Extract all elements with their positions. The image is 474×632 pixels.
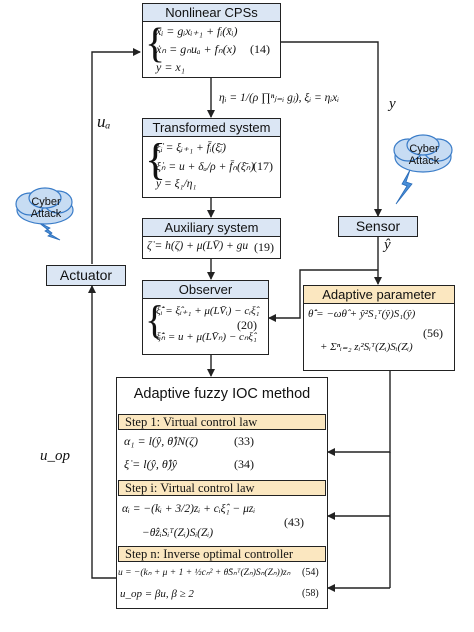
ioc-stepn-label: Step n: Inverse optimal controller xyxy=(118,546,326,562)
signal-ua-label: uₐ xyxy=(97,112,111,131)
cloud-left-text: Cyber Attack xyxy=(30,196,62,220)
cps-title: Nonlinear CPSs xyxy=(142,3,281,22)
observer-num: (20) xyxy=(237,318,257,332)
adaptive-param-title: Adaptive parameter xyxy=(303,285,455,304)
observer-title: Observer xyxy=(142,280,269,299)
cloud-left-icon xyxy=(15,187,74,225)
transformed-title: Transformed system xyxy=(142,118,281,137)
arrow-adaptive-to-ioc-step1 xyxy=(327,371,391,456)
transformed-brace: { xyxy=(145,135,167,184)
arrow-actuator-to-cps xyxy=(91,48,141,264)
ioc-title: Adaptive fuzzy IOC method xyxy=(133,386,311,402)
auxiliary-eq: ζ̇ = h(ζ) + μ(LV̄) + gu xyxy=(147,240,249,252)
transformed-num: (17) xyxy=(253,159,273,173)
adaptive-param-eq2: + Σⁿᵢ₌₂ zᵢ²Sᵢᵀ(Zᵢ)Sᵢ(Zᵢ) xyxy=(320,341,413,353)
observer-eq2: ξ̂̇ₙ = u + μ(LV̄ₙ) − cₙξ̂₁ xyxy=(156,331,257,343)
cps-eq3: y = x₁ xyxy=(156,60,185,74)
ioc-stepn-eq2: u_op = βu, β ≥ 2 xyxy=(120,588,194,600)
cps-num: (14) xyxy=(250,42,270,56)
lightning-left-icon xyxy=(37,221,61,241)
ioc-stepn-eq1: u = −(kₙ + μ + 1 + ½cₙ² + θ̂Sₙᵀ(Zₙ)Sₙ(Zₙ… xyxy=(118,568,291,578)
arrow-ioc-to-actuator xyxy=(88,285,117,579)
transformed-eq2: ξ̇ₙ = u + δₐ/ρ + f̄ₙ(ξ̄ₙ) xyxy=(156,161,255,173)
ioc-stepn-num2: (58) xyxy=(302,588,319,599)
transform-label: ηᵢ = 1/(ρ ∏ⁿⱼ₌ᵢ gⱼ), ξᵢ = ηᵢxᵢ xyxy=(219,92,340,104)
ioc-step1-label: Step 1: Virtual control law xyxy=(118,414,326,430)
signal-yhat-label: ŷ xyxy=(384,237,391,253)
lightning-right-icon xyxy=(395,169,413,205)
arrow-cps-to-sensor xyxy=(280,41,382,217)
auxiliary-title: Auxiliary system xyxy=(142,218,281,237)
signal-uop-label: u_op xyxy=(40,448,70,464)
ioc-step1-eq1: α₁ = l(ŷ, θ̂)N(ζ) xyxy=(124,434,198,448)
sensor-block: Sensor xyxy=(338,216,418,237)
cps-brace: { xyxy=(145,21,166,67)
ioc-step1-num2: (34) xyxy=(234,457,254,471)
transformed-eq1: ξ̇ᵢ = ξᵢ₊₁ + f̄ᵢ(ξ̄ᵢ) xyxy=(156,142,226,154)
cps-eq2: ẋₙ = gₙuₐ + fₙ(x) xyxy=(156,42,237,56)
auxiliary-num: (19) xyxy=(254,240,274,254)
adaptive-param-num: (56) xyxy=(423,326,443,340)
transformed-eq3: y = ξ₁/η₁ xyxy=(156,178,197,190)
arrow-sensor-to-observer xyxy=(268,269,378,322)
ioc-stepn-num1: (54) xyxy=(302,567,319,578)
ioc-step1-num1: (33) xyxy=(234,434,254,448)
observer-brace: { xyxy=(145,297,165,342)
signal-y-label: y xyxy=(389,96,396,112)
ioc-stepi-eq1: αᵢ = −(kᵢ + 3/2)zᵢ + cᵢξ̂₁ − μzᵢ xyxy=(122,503,256,515)
ioc-stepi-num: (43) xyxy=(284,515,304,529)
adaptive-param-eq1: θ̂̇ = −ωθ̂ + ŷ²S₁ᵀ(ŷ)S₁(ŷ) xyxy=(308,308,416,320)
ioc-step1-eq2: ξ̇ = l(ŷ, θ̂)ŷ xyxy=(124,457,178,471)
ioc-stepi-eq2: −θ̂zᵢSᵢᵀ(Zᵢ)Sᵢ(Zᵢ) xyxy=(142,527,214,539)
observer-eq1: ξ̂̇ᵢ = ξ̂ᵢ₊₁ + μ(LV̄ᵢ) − cᵢξ̂₁ xyxy=(156,305,260,317)
ioc-stepi-label: Step i: Virtual control law xyxy=(118,480,326,496)
actuator-block: Actuator xyxy=(46,265,126,286)
cloud-right-text: Cyber Attack xyxy=(408,143,440,167)
cps-eq1: ẋᵢ = gᵢxᵢ₊₁ + fᵢ(x̄ᵢ) xyxy=(156,24,238,38)
cloud-right-icon xyxy=(393,134,453,173)
